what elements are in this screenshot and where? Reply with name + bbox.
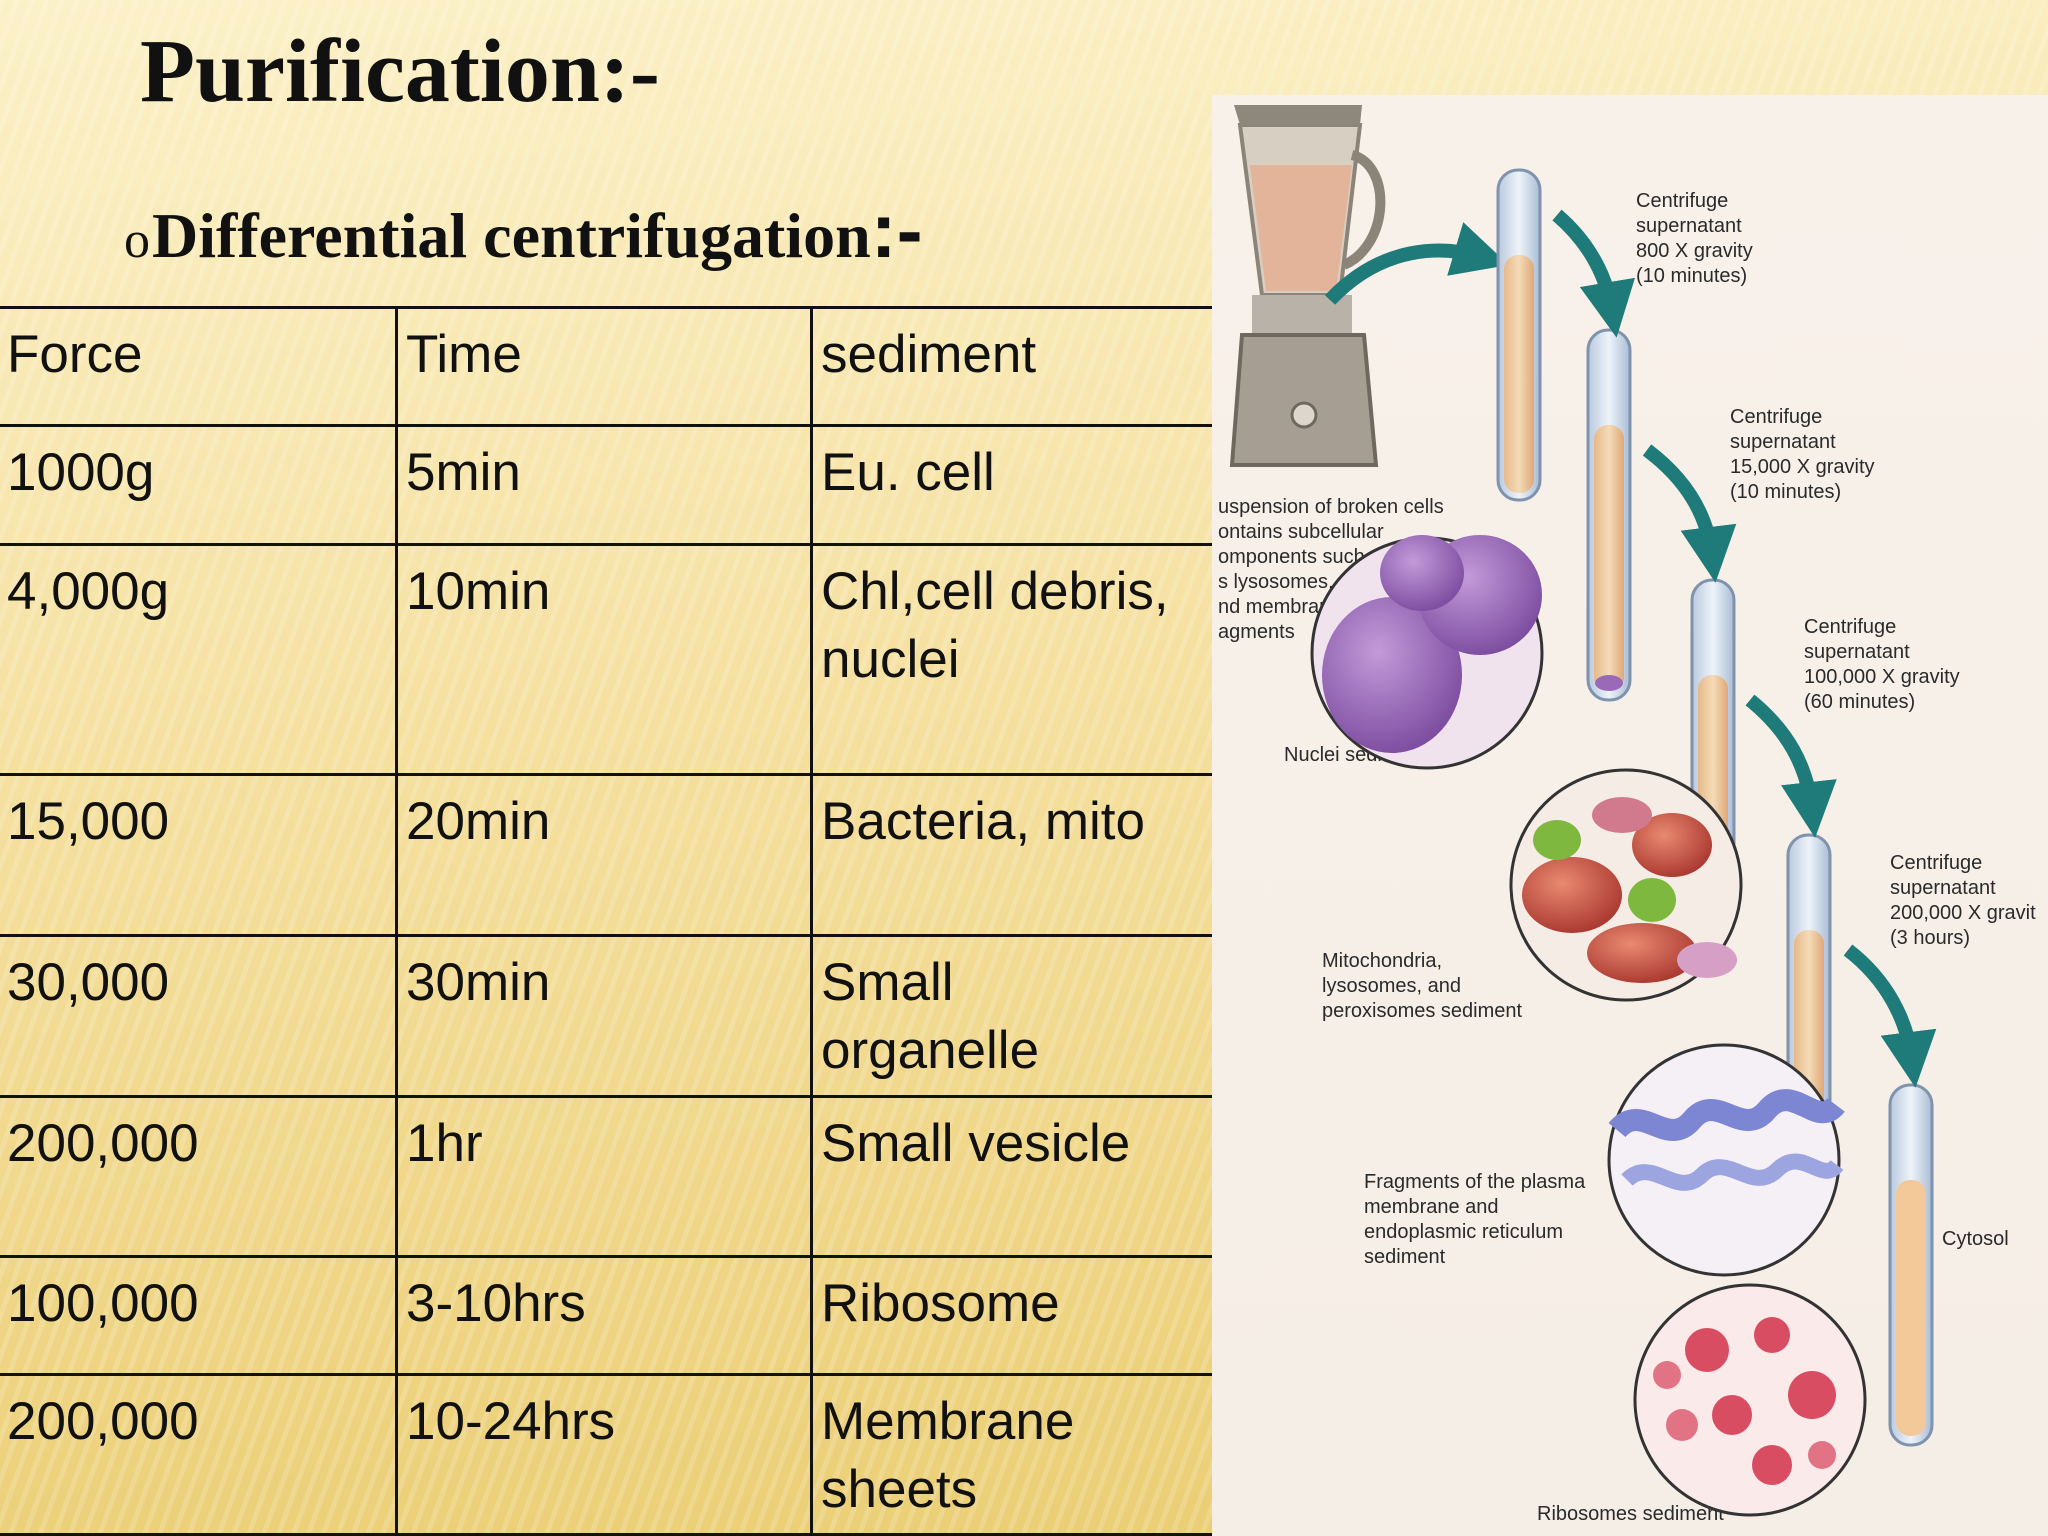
cell-time: 3-10hrs xyxy=(395,1255,813,1376)
arrow-icon xyxy=(1642,444,1737,583)
sediment-line: sheets xyxy=(821,1460,978,1519)
sediment-line: Small xyxy=(821,953,954,1012)
ribosome-sediment-circle xyxy=(1633,1283,1867,1517)
cell-time: 10-24hrs xyxy=(395,1373,813,1536)
membrane-sediment-circle xyxy=(1607,1043,1845,1277)
tube-1 xyxy=(1496,168,1542,502)
cell-force: 200,000 xyxy=(0,1095,398,1258)
table-row: 200,000 1hr Small vesicle xyxy=(0,1095,1232,1258)
sediment-line: Eu. cell xyxy=(821,443,995,502)
cell-force: 30,000 xyxy=(0,934,398,1098)
cell-time: 1hr xyxy=(395,1095,813,1258)
sediment-line: Bacteria, mito xyxy=(821,792,1146,851)
sediment-line: Chl,cell debris, xyxy=(821,562,1169,621)
mitochondria-sediment-circle xyxy=(1509,768,1743,1002)
table-row: 1000g 5min Eu. cell xyxy=(0,424,1232,546)
nuclei-sediment-circle xyxy=(1310,535,1544,770)
cell-sediment: Small organelle xyxy=(810,934,1232,1098)
table-row: 15,000 20min Bacteria, mito xyxy=(0,773,1232,937)
table-row: 100,000 3-10hrs Ribosome xyxy=(0,1255,1232,1376)
cell-sediment: Eu. cell xyxy=(810,424,1232,546)
header-force: Force xyxy=(0,306,398,427)
subtitle-text: Differential centrifugation xyxy=(152,200,871,271)
table-header-row: Force Time sediment xyxy=(0,306,1232,427)
cell-force: 1000g xyxy=(0,424,398,546)
table-row: 200,000 10-24hrs Membrane sheets xyxy=(0,1373,1232,1536)
header-time: Time xyxy=(395,306,813,427)
slide-title: Purification:- xyxy=(140,22,660,121)
arrow-icon xyxy=(1552,209,1636,338)
table-row: 30,000 30min Small organelle xyxy=(0,934,1232,1098)
ribosome-sediment-label: Ribosomes sediment xyxy=(1537,1503,1724,1525)
table-row: 4,000g 10min Chl,cell debris, nuclei xyxy=(0,543,1232,776)
cell-sediment: Membrane sheets xyxy=(810,1373,1232,1536)
sediment-line: nuclei xyxy=(821,630,960,689)
subtitle-suffix: :- xyxy=(870,186,923,274)
centrifugation-table: Force Time sediment 1000g 5min Eu. cell … xyxy=(0,306,1232,1536)
sediment-line: Small vesicle xyxy=(821,1114,1131,1173)
bullet-marker: o xyxy=(124,212,150,269)
cell-force: 15,000 xyxy=(0,773,398,937)
header-sediment: sediment xyxy=(810,306,1232,427)
tube-5 xyxy=(1888,1083,1934,1447)
arrow-icon xyxy=(1745,694,1837,838)
cell-sediment: Chl,cell debris, nuclei xyxy=(810,543,1232,776)
blender-image xyxy=(1229,105,1386,467)
slide-subtitle: oDifferential centrifugation:- xyxy=(124,185,923,276)
tube-2 xyxy=(1586,328,1632,702)
cell-force: 4,000g xyxy=(0,543,398,776)
cell-force: 200,000 xyxy=(0,1373,398,1536)
cell-time: 10min xyxy=(395,543,813,776)
cell-time: 20min xyxy=(395,773,813,937)
arrow-icon xyxy=(1843,944,1937,1088)
cell-time: 5min xyxy=(395,424,813,546)
arrow-icon xyxy=(1324,222,1509,305)
cell-sediment: Small vesicle xyxy=(810,1095,1232,1258)
sediment-line: organelle xyxy=(821,1021,1040,1080)
sediment-line: Ribosome xyxy=(821,1274,1060,1333)
cell-sediment: Ribosome xyxy=(810,1255,1232,1376)
cell-force: 100,000 xyxy=(0,1255,398,1376)
cell-sediment: Bacteria, mito xyxy=(810,773,1232,937)
cell-time: 30min xyxy=(395,934,813,1098)
sediment-line: Membrane xyxy=(821,1392,1075,1451)
cytosol-label: Cytosol xyxy=(1942,1228,2009,1250)
